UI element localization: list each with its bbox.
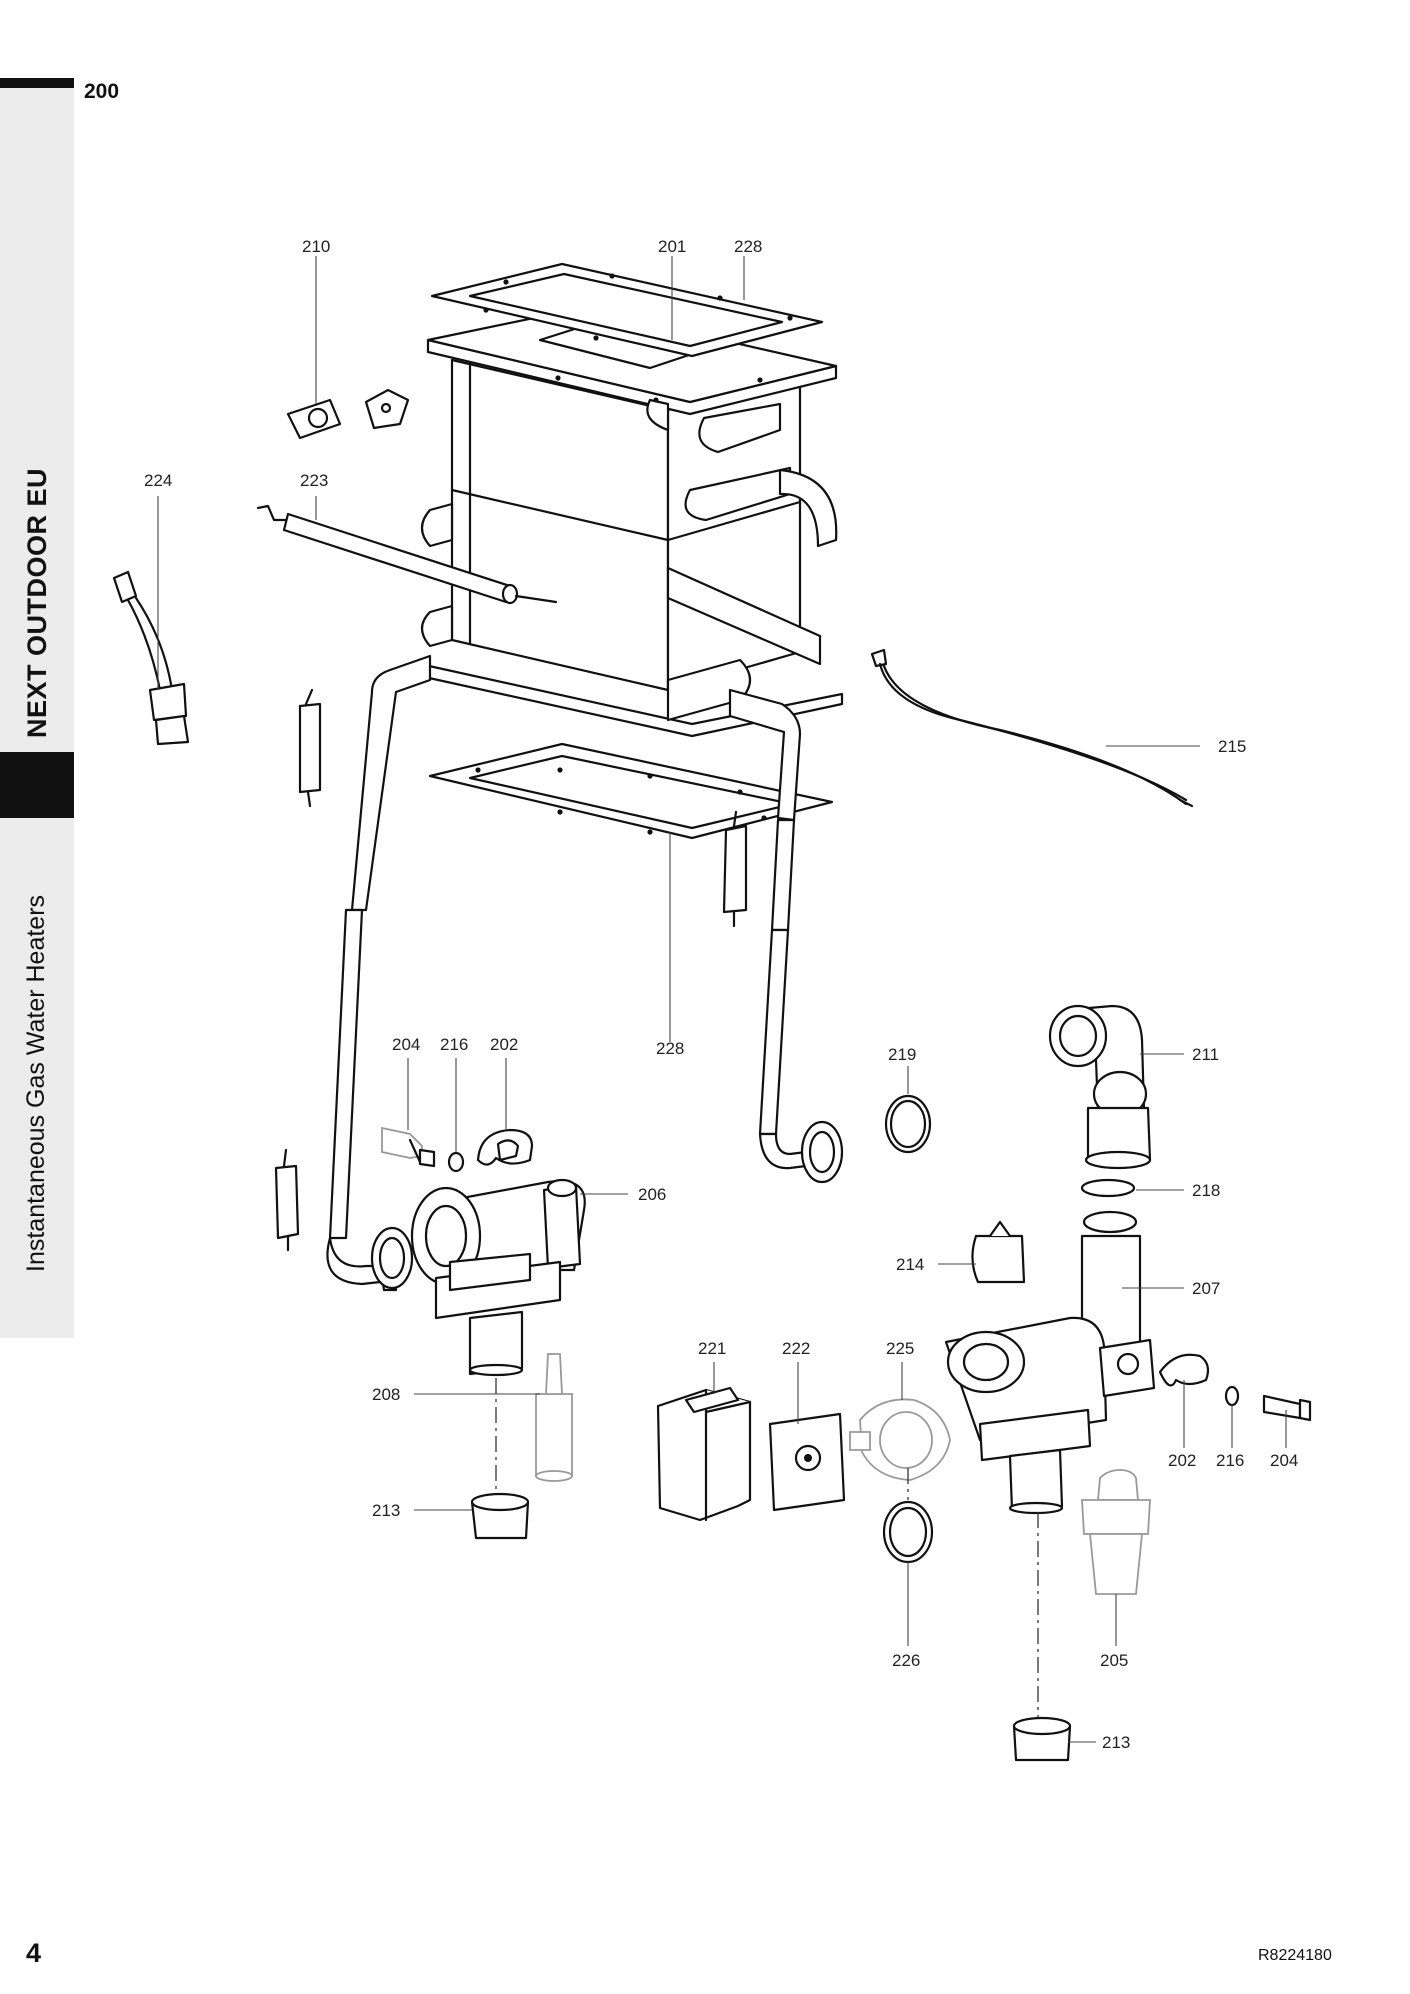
callout-206: 206 xyxy=(638,1185,666,1204)
assembly-axis-lines xyxy=(495,1378,1039,1718)
callout-208: 208 xyxy=(372,1385,400,1404)
part-207-valve xyxy=(944,1210,1156,1515)
callout-210: 210 xyxy=(302,237,330,256)
callout-204-upper: 204 xyxy=(392,1035,420,1054)
sidebar-band xyxy=(0,78,74,1338)
part-215-cable xyxy=(870,648,1194,808)
callout-labels: 210 201 228 224 223 215 228 204 216 202 … xyxy=(144,237,1298,1752)
part-218-oring xyxy=(1080,1178,1136,1198)
sidebar-top-rule xyxy=(0,78,74,88)
callout-223: 223 xyxy=(300,471,328,490)
part-223-electrode xyxy=(256,504,558,605)
part-211-elbow xyxy=(1048,1004,1152,1170)
part-219-oring xyxy=(884,1094,932,1154)
part-213-caps xyxy=(470,1492,1072,1762)
callout-218: 218 xyxy=(1192,1181,1220,1200)
callout-216-upper: 216 xyxy=(440,1035,468,1054)
callout-214: 214 xyxy=(896,1255,924,1274)
callout-213-left: 213 xyxy=(372,1501,400,1520)
callout-204-right: 204 xyxy=(1270,1451,1298,1470)
callout-216-right: 216 xyxy=(1216,1451,1244,1470)
part-205-stem xyxy=(1081,1469,1151,1595)
callout-215: 215 xyxy=(1218,737,1246,756)
part-224-harness xyxy=(112,570,190,746)
part-225-turbine xyxy=(849,1398,951,1481)
lower-gasket-part xyxy=(428,742,834,840)
part-206-valve xyxy=(410,1178,586,1377)
callout-225: 225 xyxy=(886,1339,914,1358)
callout-226: 226 xyxy=(892,1651,920,1670)
callout-205: 205 xyxy=(1100,1651,1128,1670)
pipe-clips xyxy=(274,688,748,1252)
parts-202-216-204-right xyxy=(1158,1353,1312,1422)
part-214-clip xyxy=(971,1220,1026,1284)
parts-204-216-202-upper xyxy=(381,1126,534,1173)
callout-leader-lines xyxy=(157,256,1287,1743)
callout-202-right: 202 xyxy=(1168,1451,1196,1470)
part-226-oring xyxy=(882,1500,934,1564)
part-221-control-box xyxy=(656,1386,752,1522)
callout-211: 211 xyxy=(1192,1045,1219,1064)
water-pipes xyxy=(326,654,844,1292)
sidebar-marker-block xyxy=(0,752,74,818)
part-208-filter xyxy=(535,1353,573,1482)
heat-exchanger-part xyxy=(418,262,844,738)
callout-202-upper: 202 xyxy=(490,1035,518,1054)
callout-228-lower: 228 xyxy=(656,1039,684,1058)
part-222-plate xyxy=(768,1412,846,1512)
callout-228-top: 228 xyxy=(734,237,762,256)
part-210-sensor xyxy=(286,388,410,440)
callout-221: 221 xyxy=(698,1339,726,1358)
callout-219: 219 xyxy=(888,1045,916,1064)
page-number: 4 xyxy=(26,1938,42,1968)
callout-222: 222 xyxy=(782,1339,810,1358)
callout-224: 224 xyxy=(144,471,172,490)
callout-213-right: 213 xyxy=(1102,1733,1130,1752)
callout-207: 207 xyxy=(1192,1279,1220,1298)
callout-201: 201 xyxy=(658,237,686,256)
drawing-reference: R8224180 xyxy=(1258,1947,1332,1964)
section-number: 200 xyxy=(84,80,120,103)
